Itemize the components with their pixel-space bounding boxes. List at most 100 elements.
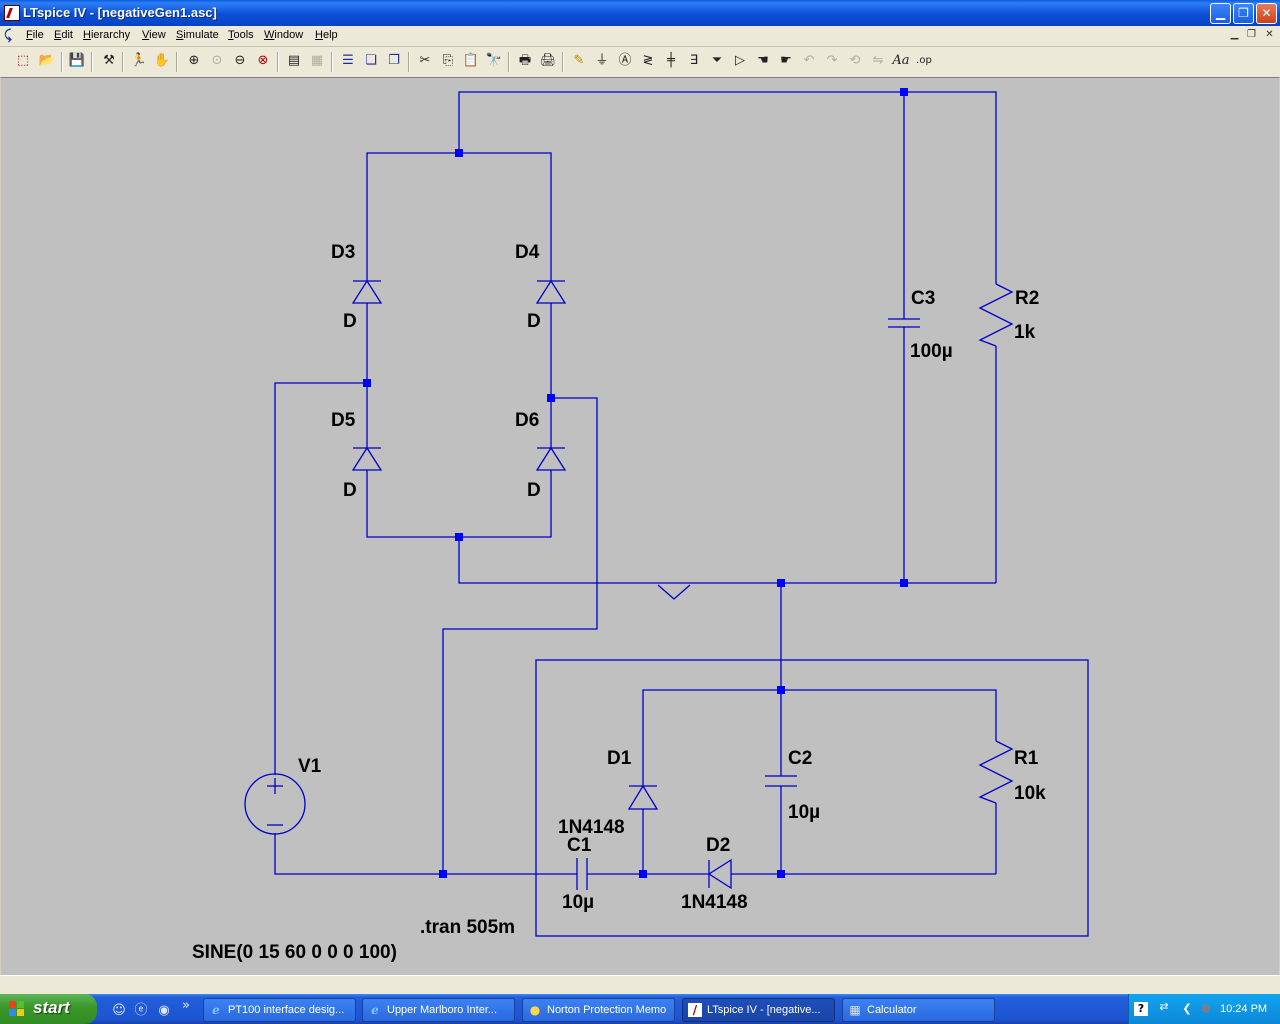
rotate-icon[interactable]: ⟲ xyxy=(849,53,861,68)
network-icon[interactable]: ⇄ xyxy=(1159,1000,1169,1013)
menu-view[interactable]: View xyxy=(142,29,166,41)
capacitor-icon[interactable]: ╪ xyxy=(667,53,675,68)
security-icon[interactable]: ⊛ xyxy=(1201,1002,1211,1015)
quicklaunch-ie-icon[interactable]: ⓔ xyxy=(134,1003,148,1018)
schematic-canvas[interactable]: D3 D D4 D D5 D D6 D C3 100µ R2 1k V1 SIN… xyxy=(1,77,1279,975)
d3-ref-label[interactable]: D3 xyxy=(331,242,356,263)
c3-value-label[interactable]: 100µ xyxy=(910,341,953,362)
mdi-close-icon[interactable]: ✕ xyxy=(1265,29,1274,40)
menu-file[interactable]: File xyxy=(26,29,44,41)
task-button-pt100[interactable]: ℯ PT100 interface desig... xyxy=(203,998,356,1022)
ground-icon[interactable]: ⏚ xyxy=(595,53,609,68)
zoom-extents-icon[interactable]: ▦ xyxy=(310,53,324,68)
minimize-button[interactable]: ▁ xyxy=(1210,3,1231,24)
r1-ref-label[interactable]: R1 xyxy=(1014,748,1039,769)
maximize-button[interactable]: ❐ xyxy=(1233,3,1254,24)
redo-icon[interactable]: ↷ xyxy=(826,53,838,68)
ltspice-app-icon[interactable] xyxy=(4,5,20,21)
close-button[interactable]: ✕ xyxy=(1256,3,1277,24)
pan-icon[interactable]: ⊙ xyxy=(211,53,223,68)
c1-value-label[interactable]: 10µ xyxy=(562,892,595,913)
tile-horizontal-icon[interactable]: ☰ xyxy=(342,53,354,68)
r1-value-label[interactable]: 10k xyxy=(1014,783,1046,804)
quicklaunch-messenger-icon[interactable]: ☺ xyxy=(112,1003,126,1018)
d1-value-label[interactable]: 1N4148 xyxy=(558,817,625,838)
spice-directive-icon[interactable]: .op xyxy=(916,55,932,66)
move-icon[interactable]: ☚ xyxy=(757,53,769,68)
help-icon[interactable]: ? xyxy=(1134,1002,1148,1016)
task-label: Upper Marlboro Inter... xyxy=(387,1004,498,1016)
clock[interactable]: 10:24 PM xyxy=(1220,1003,1268,1015)
r2-ref-label[interactable]: R2 xyxy=(1015,288,1040,309)
copy-icon[interactable]: ⎘ xyxy=(442,53,454,68)
print-icon[interactable]: 🖨 xyxy=(539,53,557,68)
d5-ref-label[interactable]: D5 xyxy=(331,410,356,431)
resistor-icon[interactable]: ≷ xyxy=(642,53,654,68)
d4-value-label[interactable]: D xyxy=(527,311,541,332)
halt-icon[interactable]: ✋ xyxy=(153,53,171,68)
d4-ref-label[interactable]: D4 xyxy=(515,242,540,263)
c3-ref-label[interactable]: C3 xyxy=(911,288,936,309)
d6-value-label[interactable]: D xyxy=(527,480,541,501)
quicklaunch-overflow-icon[interactable]: » xyxy=(182,998,190,1013)
spice-directive-text[interactable]: .tran 505m xyxy=(420,917,516,938)
quicklaunch-browser-icon[interactable]: ◉ xyxy=(158,1003,170,1018)
d2-ref-label[interactable]: D2 xyxy=(706,835,731,856)
tray-expand-icon[interactable]: ❮ xyxy=(1182,1002,1192,1015)
task-button-calculator[interactable]: ▦ Calculator xyxy=(842,998,995,1022)
zoom-out-icon[interactable]: ⊖ xyxy=(234,53,246,68)
cascade-icon[interactable]: ❏ xyxy=(365,53,377,68)
new-schematic-icon[interactable]: ⬚ xyxy=(16,53,30,68)
menu-window[interactable]: Window xyxy=(264,29,304,41)
title-bar[interactable]: LTspice IV - [negativeGen1.asc] ▁ ❐ ✕ xyxy=(0,0,1280,26)
find-icon[interactable]: 🔭 xyxy=(485,53,503,68)
document-icon[interactable]: ⤹ xyxy=(4,28,12,43)
print-setup-icon[interactable]: 🖶 xyxy=(518,53,532,68)
start-button[interactable]: start xyxy=(0,994,97,1024)
menu-hierarchy[interactable]: Hierarchy xyxy=(83,29,131,41)
zoom-cancel-icon[interactable]: ⊗ xyxy=(257,53,269,68)
restore-icon: ❐ xyxy=(1238,6,1249,20)
menu-edit[interactable]: Edit xyxy=(54,29,73,41)
r2-value-label[interactable]: 1k xyxy=(1014,322,1036,343)
task-button-upper-marlboro[interactable]: ℯ Upper Marlboro Inter... xyxy=(362,998,515,1022)
autorange-icon[interactable]: ▤ xyxy=(287,53,301,68)
label-net-icon[interactable]: Ⓐ xyxy=(618,53,632,68)
d1-ref-label[interactable]: D1 xyxy=(607,748,632,769)
control-panel-icon[interactable]: ⚒ xyxy=(103,53,115,68)
c2-value-label[interactable]: 10µ xyxy=(788,802,821,823)
ie-icon: ℯ xyxy=(371,1003,379,1017)
menu-simulate[interactable]: Simulate xyxy=(176,29,219,41)
task-button-norton[interactable]: ● Norton Protection Memo xyxy=(522,998,675,1022)
close-window-icon[interactable]: ❐ xyxy=(388,53,400,68)
v1-ref-label[interactable]: V1 xyxy=(298,756,322,777)
inductor-icon[interactable]: ∃ xyxy=(689,53,699,68)
c1-ref-label[interactable]: C1 xyxy=(567,835,592,856)
run-icon[interactable]: 🏃 xyxy=(130,53,148,68)
text-icon[interactable]: Aa xyxy=(892,53,910,68)
v1-value-label[interactable]: SINE(0 15 60 0 0 0 100) xyxy=(192,942,397,963)
mirror-icon[interactable]: ⇋ xyxy=(872,53,884,68)
d3-value-label[interactable]: D xyxy=(343,311,357,332)
mdi-restore-icon[interactable]: ❐ xyxy=(1247,29,1256,40)
component-icon[interactable]: ▷ xyxy=(735,53,745,68)
zoom-in-icon[interactable]: ⊕ xyxy=(188,53,200,68)
menu-tools[interactable]: Tools xyxy=(228,29,254,41)
cut-icon[interactable]: ✂ xyxy=(419,53,431,68)
drag-icon[interactable]: ☛ xyxy=(780,53,792,68)
d2-value-label[interactable]: 1N4148 xyxy=(681,892,748,913)
c2-ref-label[interactable]: C2 xyxy=(788,748,813,769)
menu-help[interactable]: Help xyxy=(315,29,338,41)
save-icon[interactable]: 💾 xyxy=(68,53,86,68)
task-button-ltspice[interactable]: / LTspice IV - [negative... xyxy=(682,998,835,1022)
task-label: Norton Protection Memo xyxy=(547,1004,667,1016)
mdi-minimize-icon[interactable]: ▁ xyxy=(1230,29,1239,40)
diode-icon[interactable]: ⏷ xyxy=(711,53,723,68)
schematic-drawing[interactable] xyxy=(1,78,1279,975)
open-icon[interactable]: 📂 xyxy=(38,53,56,68)
d6-ref-label[interactable]: D6 xyxy=(515,410,540,431)
d5-value-label[interactable]: D xyxy=(343,480,357,501)
undo-icon[interactable]: ↶ xyxy=(803,53,815,68)
paste-icon[interactable]: 📋 xyxy=(462,53,480,68)
draw-wire-icon[interactable]: ✎ xyxy=(573,53,585,68)
